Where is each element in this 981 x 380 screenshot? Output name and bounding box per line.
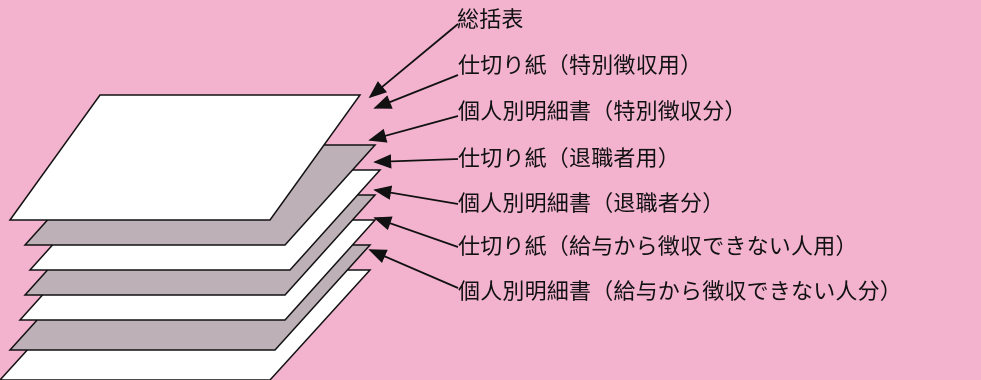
label-summary-table: 総括表: [457, 8, 524, 33]
label-detail-special-collection: 個人別明細書（特別徴収分）: [458, 100, 747, 125]
arrow-2: [373, 74, 459, 109]
callout-arrows: [368, 23, 459, 289]
arrow-6: [373, 216, 459, 248]
label-divider-retiree: 仕切り紙（退職者用）: [458, 147, 681, 172]
label-detail-retiree: 個人別明細書（退職者分）: [458, 192, 725, 217]
arrow-3: [368, 115, 459, 143]
sheet-1: [8, 94, 362, 221]
arrow-5: [373, 185, 459, 205]
arrow-1: [368, 23, 459, 99]
label-divider-non-payroll: 仕切り紙（給与から徴収できない人用）: [458, 235, 858, 260]
arrow-4: [373, 154, 459, 169]
arrow-7: [368, 249, 459, 289]
label-detail-non-payroll: 個人別明細書（給与から徴収できない人分）: [458, 280, 903, 305]
sheet-stack: [0, 94, 382, 380]
label-divider-special-collection: 仕切り紙（特別徴収用）: [458, 54, 703, 79]
